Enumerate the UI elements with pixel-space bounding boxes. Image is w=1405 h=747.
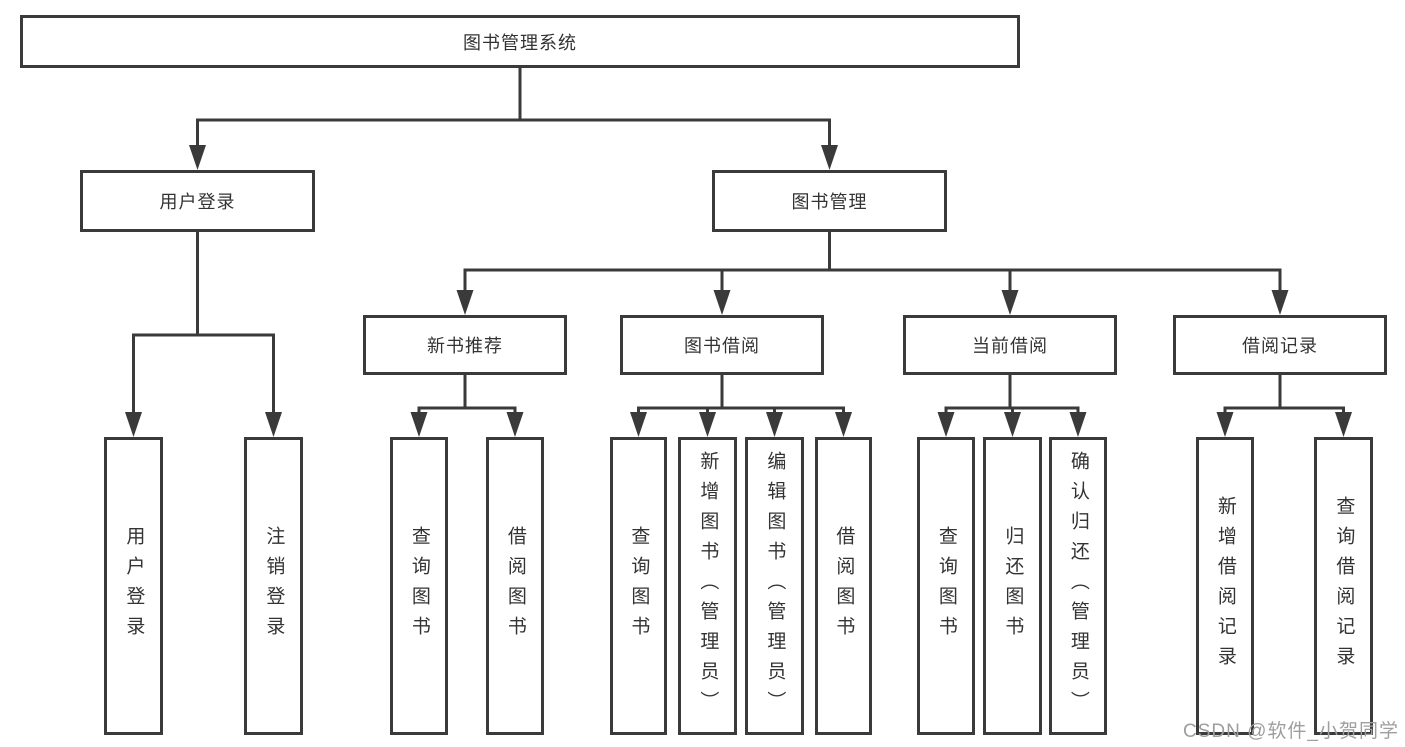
- leaf-label: 借阅图书: [833, 526, 855, 646]
- node-label: 用户登录: [159, 192, 236, 212]
- leaf-label: 借阅图书: [504, 526, 526, 646]
- leaf-add-books-admin: 新增图书（管理员）: [678, 437, 737, 735]
- node-book-management: 图书管理: [712, 170, 947, 232]
- leaf-label: 查询图书: [935, 526, 957, 646]
- leaf-query-borrow-record: 查询借阅记录: [1314, 437, 1373, 735]
- leaf-query-books-current: 查询图书: [917, 437, 975, 735]
- node-book-borrowing: 图书借阅: [620, 315, 824, 375]
- leaf-label: 用户登录: [123, 526, 145, 646]
- watermark: CSDN @软件_小贺同学: [1183, 721, 1399, 742]
- node-label: 图书管理系统: [463, 32, 577, 53]
- leaf-logout: 注销登录: [244, 437, 303, 735]
- leaf-label: 归还图书: [1002, 526, 1024, 646]
- node-label: 当前借阅: [972, 336, 1048, 356]
- leaf-label: 新增借阅记录: [1214, 496, 1236, 676]
- leaf-user-login: 用户登录: [104, 437, 163, 735]
- leaf-query-books-borrow: 查询图书: [610, 437, 667, 735]
- leaf-borrow-books: 借阅图书: [815, 437, 872, 735]
- node-borrowing-records: 借阅记录: [1173, 315, 1387, 375]
- leaf-label: 查询借阅记录: [1333, 496, 1355, 676]
- leaf-label: 新增图书（管理员）: [697, 451, 719, 721]
- leaf-return-books: 归还图书: [983, 437, 1042, 735]
- node-label: 图书借阅: [684, 336, 760, 356]
- node-user-login: 用户登录: [80, 170, 315, 232]
- leaf-label: 查询图书: [628, 526, 650, 646]
- node-label: 借阅记录: [1242, 336, 1318, 356]
- leaf-edit-books-admin: 编辑图书（管理员）: [745, 437, 804, 735]
- leaf-borrow-books-recommend: 借阅图书: [486, 437, 544, 735]
- leaf-query-books-recommend: 查询图书: [390, 437, 448, 735]
- node-library-management-system: 图书管理系统: [20, 15, 1020, 68]
- leaf-label: 确认归还（管理员）: [1067, 451, 1089, 721]
- leaf-label: 编辑图书（管理员）: [764, 451, 786, 721]
- leaf-label: 查询图书: [408, 526, 430, 646]
- node-label: 新书推荐: [427, 336, 503, 356]
- node-current-borrowing: 当前借阅: [903, 315, 1117, 375]
- node-new-book-recommendation: 新书推荐: [363, 315, 567, 375]
- leaf-confirm-return-admin: 确认归还（管理员）: [1049, 437, 1107, 735]
- leaf-add-borrow-record: 新增借阅记录: [1196, 437, 1254, 735]
- node-label: 图书管理: [791, 192, 868, 212]
- leaf-label: 注销登录: [263, 526, 285, 646]
